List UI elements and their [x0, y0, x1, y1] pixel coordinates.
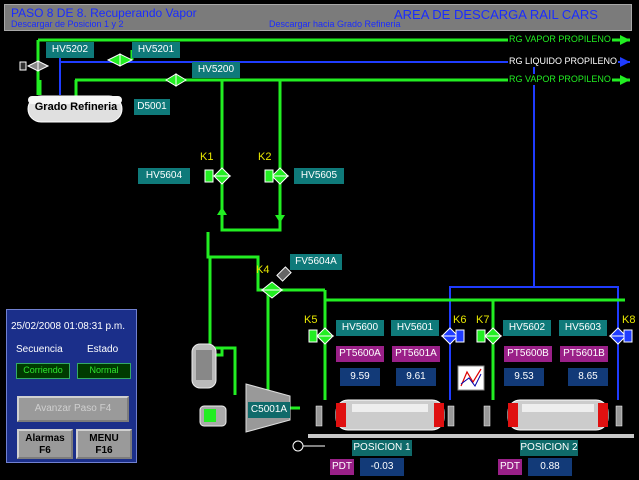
position-2-pdt-value: 0.88	[528, 458, 572, 476]
pt5600b-value: 9.53	[504, 368, 544, 386]
secuencia-label: Secuencia	[16, 344, 63, 355]
step-subtitle-left: Descargar de Posicion 1 y 2	[11, 19, 124, 29]
label-k8: K8	[622, 314, 636, 326]
pt5600b-tag[interactable]: PT5600B	[504, 346, 552, 362]
position-2-label: POSICION 2	[520, 440, 578, 456]
step-subtitle-right: Descargar hacia Grado Refineria	[269, 19, 401, 29]
valve-hv5605[interactable]: HV5605	[294, 168, 344, 184]
alarms-button-key: F6	[39, 445, 51, 456]
label-k7: K7	[476, 314, 490, 326]
valve-hv5202[interactable]: HV5202	[46, 42, 94, 58]
menu-button-label: MENU	[89, 433, 119, 444]
pipe-label-liquido: RG LIQUIDO PROPILENO	[508, 56, 619, 67]
tank-tag-d5001[interactable]: D5001	[134, 99, 170, 115]
position-2-pdt-tag[interactable]: PDT	[498, 459, 522, 475]
valve-fv5604a[interactable]: FV5604A	[290, 254, 342, 270]
alarms-button[interactable]: Alarmas F6	[17, 429, 73, 459]
menu-button[interactable]: MENU F16	[76, 429, 132, 459]
estado-status: Normal	[77, 363, 131, 379]
position-1-label: POSICION 1	[352, 440, 412, 456]
advance-step-button[interactable]: Avanzar Paso F4	[17, 396, 129, 422]
valve-hv5603[interactable]: HV5603	[559, 320, 607, 336]
control-panel: 25/02/2008 01:08:31 p.m. Secuencia Estad…	[6, 309, 137, 463]
panel-datetime: 25/02/2008 01:08:31 p.m.	[11, 321, 125, 332]
label-k4: K4	[256, 264, 270, 276]
rail-car-2	[507, 399, 609, 431]
pipe-label-vapor-top: RG VAPOR PROPILENO	[508, 34, 612, 45]
step-title: PASO 8 DE 8. Recuperando Vapor	[11, 6, 197, 20]
pt5601a-tag[interactable]: PT5601A	[392, 346, 440, 362]
valve-hv5201[interactable]: HV5201	[132, 42, 180, 58]
valve-hv5602[interactable]: HV5602	[503, 320, 551, 336]
valve-hv5200[interactable]: HV5200	[192, 62, 240, 78]
secuencia-status: Corriendo	[16, 363, 70, 379]
pt5600a-value: 9.59	[340, 368, 380, 386]
pipe-label-vapor-bottom: RG VAPOR PROPILENO	[508, 74, 612, 85]
valve-hv5600[interactable]: HV5600	[336, 320, 384, 336]
title-bar: PASO 8 DE 8. Recuperando Vapor Descargar…	[4, 4, 632, 31]
estado-label: Estado	[87, 344, 119, 355]
valve-hv5604[interactable]: HV5604	[138, 168, 190, 184]
pt5601a-value: 9.61	[396, 368, 436, 386]
compressor-c5001a[interactable]: C5001A	[248, 402, 290, 418]
area-title: AREA DE DESCARGA RAIL CARS	[394, 7, 598, 22]
position-1-pdt-tag[interactable]: PDT	[330, 459, 354, 475]
label-k6: K6	[453, 314, 467, 326]
label-k1: K1	[200, 151, 214, 163]
position-1-pdt-value: -0.03	[360, 458, 404, 476]
pt5600a-tag[interactable]: PT5600A	[336, 346, 384, 362]
pt5601b-tag[interactable]: PT5601B	[560, 346, 608, 362]
rail-car-1	[335, 399, 445, 431]
valve-hv5601[interactable]: HV5601	[391, 320, 439, 336]
alarms-button-label: Alarmas	[25, 433, 65, 444]
pt5601b-value: 8.65	[568, 368, 608, 386]
menu-button-key: F16	[95, 445, 113, 456]
tank-label: Grado Refineria	[34, 101, 118, 113]
label-k5: K5	[304, 314, 318, 326]
label-k2: K2	[258, 151, 272, 163]
